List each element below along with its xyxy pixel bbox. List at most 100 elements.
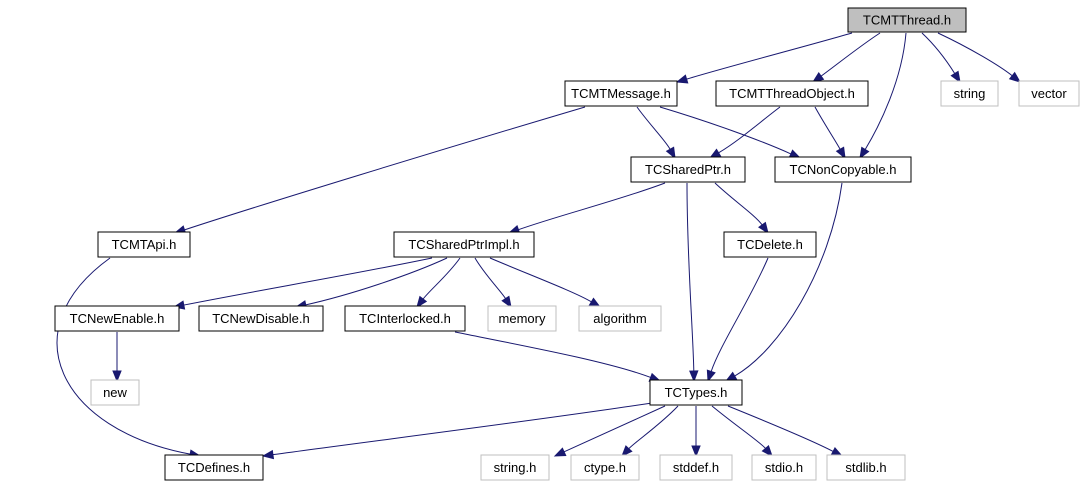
node-label: memory	[499, 311, 546, 326]
edge-layer	[56, 32, 1022, 460]
node-tcsharedptr[interactable]: TCSharedPtr.h	[630, 156, 746, 183]
edge-line	[518, 182, 666, 231]
edge-tcmtthread-to-vector	[937, 32, 1022, 83]
edge-tcmtmessage-to-tcsharedptr	[636, 106, 676, 160]
edge-tcsharedptr-to-tcdelete	[714, 182, 769, 235]
edge-line	[686, 182, 695, 372]
edge-tcmtthread-to-tcnoncopyable	[859, 32, 907, 160]
edge-tcmtthread-to-tcmtmessage	[675, 32, 853, 84]
node-box	[578, 305, 662, 332]
edge-arrowhead	[553, 447, 567, 457]
node-label: TCNonCopyable.h	[790, 162, 897, 177]
node-label: TCNewEnable.h	[70, 311, 165, 326]
node-stdio_h: stdio.h	[751, 454, 817, 481]
node-box	[344, 305, 466, 332]
edge-arrowhead	[706, 369, 716, 383]
edge-line	[686, 32, 853, 80]
node-box	[570, 454, 640, 481]
node-tctypes[interactable]: TCTypes.h	[649, 379, 743, 406]
node-label: TCDefines.h	[178, 460, 250, 475]
node-tcmtmessage[interactable]: TCMTMessage.h	[564, 80, 678, 107]
node-label: TCMTMessage.h	[571, 86, 671, 101]
edge-line	[454, 331, 651, 378]
edge-line	[422, 257, 461, 300]
node-tcnoncopyable[interactable]: TCNonCopyable.h	[774, 156, 912, 183]
edge-tctypes-to-stddef_h	[691, 406, 701, 458]
edge-arrowhead	[859, 146, 870, 160]
node-tcnewenable[interactable]: TCNewEnable.h	[54, 305, 180, 332]
node-tcsharedptrimpl[interactable]: TCSharedPtrImpl.h	[393, 231, 535, 258]
edge-tctypes-to-stdio_h	[711, 405, 773, 458]
edge-line	[305, 257, 448, 306]
edge-tcnoncopyable-to-tctypes	[724, 182, 843, 382]
node-box	[564, 80, 678, 107]
edge-tcdelete-to-tctypes	[706, 257, 769, 383]
node-box	[1018, 80, 1080, 107]
node-tcmtapi[interactable]: TCMTApi.h	[97, 231, 191, 258]
edge-line	[727, 405, 834, 452]
edge-arrowhead	[416, 295, 428, 309]
node-ctype_h: ctype.h	[570, 454, 640, 481]
node-string: string	[940, 80, 999, 107]
node-box	[164, 454, 264, 481]
edge-arrowhead	[950, 70, 961, 84]
edge-arrowhead	[621, 445, 633, 457]
edge-tcsharedptr-to-tcsharedptrimpl	[507, 182, 666, 234]
node-tcdelete[interactable]: TCDelete.h	[723, 231, 817, 258]
node-tcmtthread[interactable]: TCMTThread.h	[847, 7, 967, 33]
edge-tcmtapi-to-tcdefines	[56, 257, 202, 459]
edge-tcmtthread-to-tcmtthreadobject	[811, 32, 881, 83]
node-label: TCMTApi.h	[112, 237, 177, 252]
edge-line	[563, 405, 666, 453]
edge-tcsharedptr-to-tctypes	[686, 182, 699, 383]
edge-line	[56, 257, 191, 455]
node-box	[480, 454, 550, 481]
node-label: stdlib.h	[845, 460, 886, 475]
edge-arrowhead	[691, 445, 701, 458]
edge-line	[659, 106, 792, 155]
node-label: TCMTThreadObject.h	[729, 86, 855, 101]
node-tcnewdisable[interactable]: TCNewDisable.h	[198, 305, 324, 332]
node-label: TCSharedPtrImpl.h	[408, 237, 519, 252]
node-stdlib_h: stdlib.h	[826, 454, 906, 481]
node-algorithm: algorithm	[578, 305, 662, 332]
node-label: stddef.h	[673, 460, 719, 475]
node-label: string	[954, 86, 986, 101]
edge-line	[921, 32, 956, 74]
edge-tcsharedptrimpl-to-tcnewenable	[172, 257, 433, 310]
edge-tcmtmessage-to-tcnoncopyable	[659, 106, 802, 159]
edge-arrowhead	[665, 146, 676, 160]
edge-tcsharedptrimpl-to-tcinterlocked	[416, 257, 461, 309]
node-box	[198, 305, 324, 332]
edge-line	[820, 32, 881, 77]
node-box	[649, 379, 743, 406]
edge-line	[710, 257, 769, 372]
edge-tcinterlocked-to-tctypes	[454, 331, 662, 382]
edge-arrowhead	[835, 146, 846, 160]
node-tcinterlocked[interactable]: TCInterlocked.h	[344, 305, 466, 332]
edge-tctypes-to-string_h	[553, 405, 666, 457]
edge-tctypes-to-tcdefines	[261, 402, 653, 460]
edge-arrowhead	[112, 370, 122, 383]
node-box	[90, 379, 140, 406]
edge-line	[628, 405, 679, 450]
edge-line	[864, 32, 907, 150]
node-label: TCInterlocked.h	[359, 311, 451, 326]
node-label: TCDelete.h	[737, 237, 803, 252]
node-box	[751, 454, 817, 481]
node-box	[659, 454, 733, 481]
edge-line	[183, 257, 433, 306]
edge-line	[272, 402, 653, 456]
node-box	[54, 305, 180, 332]
edge-arrowhead	[689, 370, 699, 383]
node-label: string.h	[494, 460, 537, 475]
edge-line	[184, 106, 586, 231]
edge-line	[718, 106, 781, 154]
node-string_h: string.h	[480, 454, 550, 481]
node-tcmtthreadobject[interactable]: TCMTThreadObject.h	[715, 80, 869, 107]
node-tcdefines[interactable]: TCDefines.h	[164, 454, 264, 481]
node-vector: vector	[1018, 80, 1080, 107]
edge-line	[814, 106, 841, 150]
